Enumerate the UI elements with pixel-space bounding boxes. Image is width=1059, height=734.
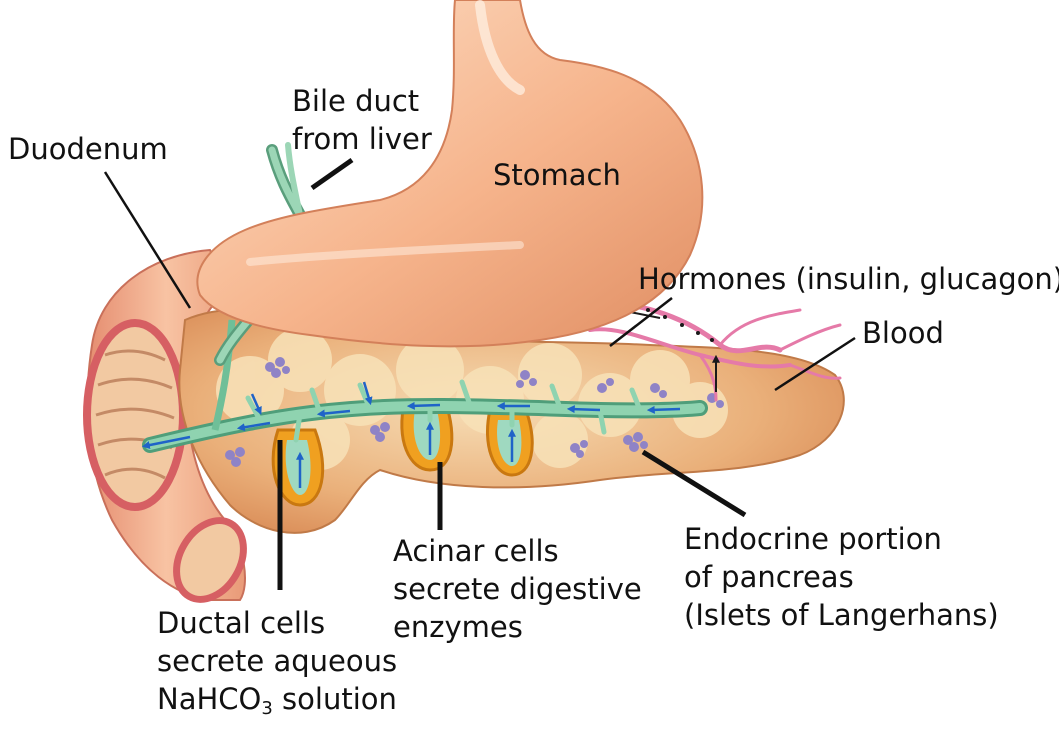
pancreatic-duct	[141, 319, 708, 488]
blood-label: Blood	[862, 316, 944, 350]
ductal-formula: NaHCO3 solution	[157, 682, 397, 719]
duodenum-organ	[83, 248, 247, 603]
endocrine-label: Endocrine portion of pancreas (Islets of…	[684, 522, 999, 632]
bile-duct-label: Bile duct from liver	[292, 84, 432, 156]
bile-duct-leader	[310, 157, 354, 191]
hormones-label: Hormones (insulin, glucagon)	[638, 262, 1059, 296]
duodenum-label: Duodenum	[8, 132, 168, 166]
stomach-organ	[196, 0, 704, 348]
hormones-leader	[609, 297, 673, 347]
duodenum-leader	[103, 171, 192, 309]
stomach-label: Stomach	[493, 158, 621, 192]
leader-lines	[103, 157, 856, 590]
acinar-cells-label: Acinar cells secrete digestive enzymes	[393, 534, 642, 644]
ductal-cells-label: Ductal cells secrete aqueous NaHCO3 solu…	[157, 606, 398, 719]
endocrine-leader	[641, 449, 747, 518]
blood-leader	[774, 336, 856, 392]
islet-cluster	[225, 357, 724, 467]
acinar-cluster	[271, 398, 534, 507]
